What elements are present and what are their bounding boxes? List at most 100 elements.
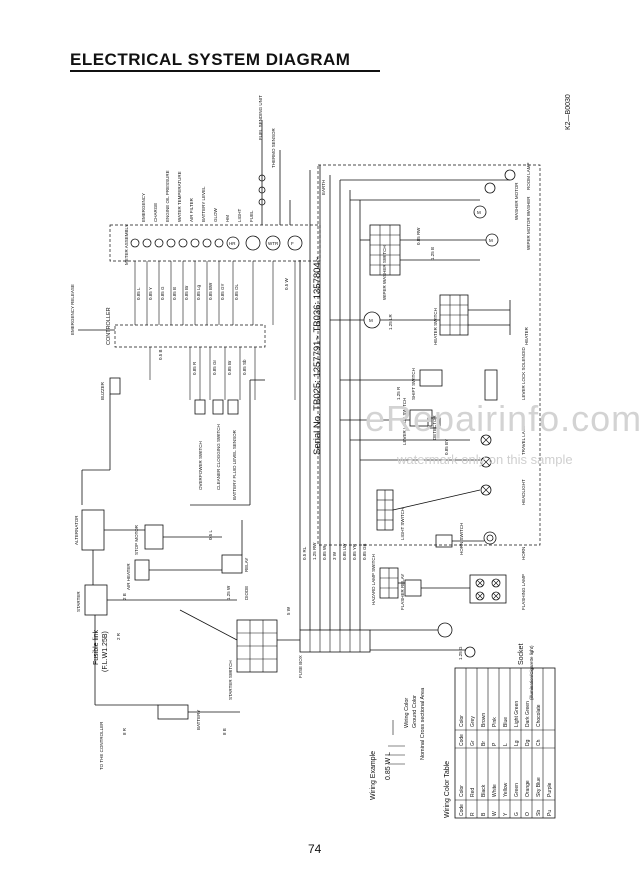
wire-label-w19: 0.85 Br <box>227 360 232 375</box>
ct-r4c3: Light Green <box>514 701 520 727</box>
overpower-switch-label: OVERPOWER SWITCH <box>198 441 203 490</box>
svg-text:WTR: WTR <box>268 241 279 246</box>
starter-box <box>84 584 108 616</box>
wire-label-w35: 1.25 LR <box>388 313 393 330</box>
watermark: eRepairinfo.com <box>365 398 642 439</box>
meter-label-fuel: FUEL <box>249 210 254 222</box>
thermo-sensor-label: THERMO SENSOR <box>271 127 276 168</box>
ct-r6c2: Ch <box>536 739 542 746</box>
wire-label-w28: 0.85 GB <box>362 543 367 560</box>
wire-label-w29: 1.25 B <box>430 247 435 260</box>
wire-label-w20: 1.25 G <box>458 646 463 660</box>
svg-text:M: M <box>489 238 493 243</box>
buzzer-box <box>109 377 121 395</box>
relay-label: RELAY <box>244 558 249 572</box>
washer-motor-label: WASHER MOTOR <box>514 182 519 220</box>
center-harness <box>299 165 361 630</box>
lever-lock-switch-label: LEVER LOCK SWITCH <box>402 398 407 445</box>
starter-label: STARTER <box>76 591 81 612</box>
svg-text:M: M <box>477 210 481 215</box>
color-table-title: Wiring Color Table <box>444 761 451 818</box>
page-title: ELECTRICAL SYSTEM DIAGRAM <box>70 50 351 69</box>
meter-label-column: EMERGENCY CHARGE ENGINE OIL PRESSURE WAT… <box>141 170 254 222</box>
ct-r0c3: Grey <box>470 716 476 727</box>
light-switch-grid <box>376 489 394 531</box>
meter-label-glow: GLOW <box>213 207 218 222</box>
heater-label: HEATER <box>524 326 529 345</box>
detector-label: DETECTOR <box>432 415 437 440</box>
detector-box <box>427 417 441 429</box>
starter-switch-grid <box>236 619 278 673</box>
light-switch-label: LIGHT SWITCH <box>400 508 405 540</box>
ct-r3c0: Y <box>503 812 509 816</box>
wiring-color-table: Wiring Color Table Code Color Code Color… <box>444 667 556 819</box>
fusible-link-label: Fusible link <box>93 629 100 665</box>
nominal-area-label: Nominal Cross sectional Area <box>420 687 426 760</box>
wire-label-w16: 0.5 L <box>208 529 213 540</box>
meter-label-hm: HM <box>225 215 230 222</box>
ct-r5c0: O <box>525 812 531 816</box>
emergency-release-label: EMERGENCY RELEASE <box>70 284 75 335</box>
fuse-box-label: FUSE BOX <box>298 655 303 678</box>
shift-switch-label: SHIFT SWITCH <box>411 368 416 400</box>
horn-switch-label: HORN SWITCH <box>459 523 464 555</box>
meter-assembly-label: METER ASSEMBLY <box>124 224 129 265</box>
wire-label-w12: 1.25 W <box>226 585 231 600</box>
wire-label-w32: 0.5 B <box>158 349 163 360</box>
socket-label: Socket <box>518 644 525 665</box>
ct-r0c2: Gr <box>470 740 476 746</box>
wire-label-w33: 0.85 Sb <box>242 359 247 375</box>
meter-label-water: WATER TEMPERATURE <box>177 171 182 222</box>
heater-switch-grid <box>439 294 469 336</box>
controller-label: CONTROLLER <box>106 307 112 345</box>
wiper-motor-label: WIPER MOTOR WASHER <box>526 196 531 250</box>
ct-r4c0: G <box>514 812 520 816</box>
battery-fluid-label: BATTERY FLUID LEVEL SENSOR <box>232 429 237 500</box>
ct-h1: Color <box>459 785 465 797</box>
meter-bus-wires <box>134 261 296 400</box>
meter-label-charge: CHARGE <box>153 203 158 222</box>
socket-2 <box>464 646 476 658</box>
ct-r2c3: Pink <box>492 717 498 727</box>
wire-label-w13: 2 R <box>116 632 121 640</box>
ct-r6c3: Chocolate <box>536 704 542 727</box>
wire-label-w23: 0.85 W <box>322 545 327 560</box>
ct-r2c0: W <box>492 811 498 816</box>
headlight-lamps <box>480 434 492 496</box>
serial-note: Serial No. TB025: 1257791~ TB036: 135780… <box>312 256 323 455</box>
lower-right-wires <box>370 489 484 651</box>
fusible-link-spec: (F.L.W1.25B) <box>102 631 109 672</box>
ct-r1c2: Br <box>481 741 487 746</box>
wiper-switch-grid <box>369 224 401 276</box>
wiring-example-sample: 0.85 W L <box>385 752 392 780</box>
watermark-sub: watermark only on this sample <box>397 452 573 467</box>
wire-label-w11: 1.25 R <box>396 386 401 400</box>
wire-label-w3: 0.85 Y <box>148 287 153 300</box>
wire-label-w27: 0.85 YR <box>352 543 357 560</box>
wire-label-w7: 0.85 Lg <box>196 284 201 300</box>
ct-r1c3: Brown <box>481 713 487 727</box>
title-underline <box>70 70 380 72</box>
ct-h3: Color <box>459 715 465 727</box>
meter-label-battery: BATTERY LEVEL <box>201 186 206 222</box>
buzzer-label: BUZZER <box>100 381 105 400</box>
wire-label-w31: 8 B <box>222 728 227 735</box>
battery-label: BATTERY <box>196 710 201 730</box>
wire-label-w34: 2 B <box>122 593 127 600</box>
flashing-lamp-label: FLASHING LAMP <box>521 574 526 610</box>
fuse-box <box>299 629 371 653</box>
ct-r6c0: Sb <box>536 810 542 816</box>
air-heater-box <box>134 559 150 581</box>
room-lamp-label: ROOM LAMP <box>526 162 531 190</box>
flasher-relay-label: FLASHER RELAY <box>400 574 405 610</box>
lever-lock-solenoid-label: LEVER LOCK SOLENOID <box>521 346 526 400</box>
meter-label-oil: ENGINE OIL PRESSURE <box>165 170 170 222</box>
svg-text:HR: HR <box>229 241 236 246</box>
ct-r2c2: P <box>492 742 498 746</box>
ct-r3c3: Blue <box>503 717 509 727</box>
ct-r1c0: B <box>481 812 487 816</box>
starter-switch-label: STARTER SWITCH <box>228 660 233 700</box>
wiper-motors: M M <box>473 169 516 247</box>
alternator-label: ALTERNATOR <box>74 515 79 545</box>
wire-label-w30: 0.85 BY <box>444 439 449 455</box>
